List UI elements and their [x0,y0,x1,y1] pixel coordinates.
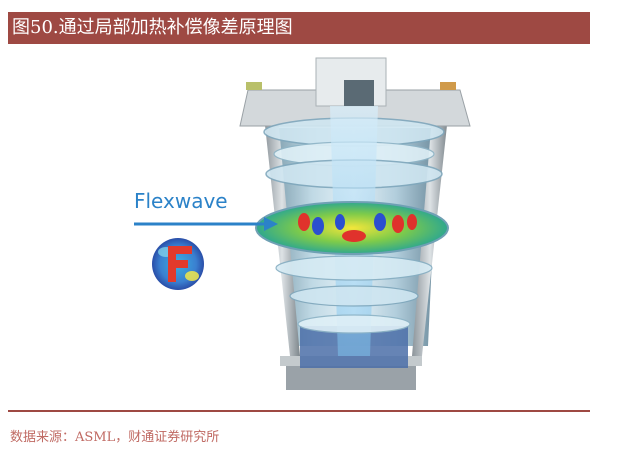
heat-spot-right-red [392,215,404,233]
lens-diagram: Flexwave [134,57,471,390]
flexwave-lens-element [255,201,449,255]
lens-element-5 [289,285,419,307]
flexwave-f-icon [152,238,204,290]
figure-title-bar: 图50.通过局部加热补偿像差原理图 [8,12,590,44]
source-divider [8,410,590,412]
flexwave-arrow-head [264,217,278,231]
heat-spots [298,213,417,242]
top-tab-left [246,82,262,90]
heat-spot-far-right-red [407,214,417,230]
source-note: 数据来源：ASML，财通证券研究所 [10,430,220,445]
top-tab-right [440,82,456,90]
heat-spot-center-red [342,230,366,242]
heat-spot-left-red [298,213,310,231]
heat-spot-right-blue [374,213,386,231]
heat-spot-mid-blue [335,214,345,230]
heat-spot-left-blue [312,217,324,235]
base-plate [286,364,416,390]
top-slot [344,80,374,106]
figure-title: 图50.通过局部加热补偿像差原理图 [12,17,293,38]
lens-element-4 [275,255,433,281]
flexwave-label: Flexwave [134,189,228,213]
lens-element-6 [297,314,411,334]
